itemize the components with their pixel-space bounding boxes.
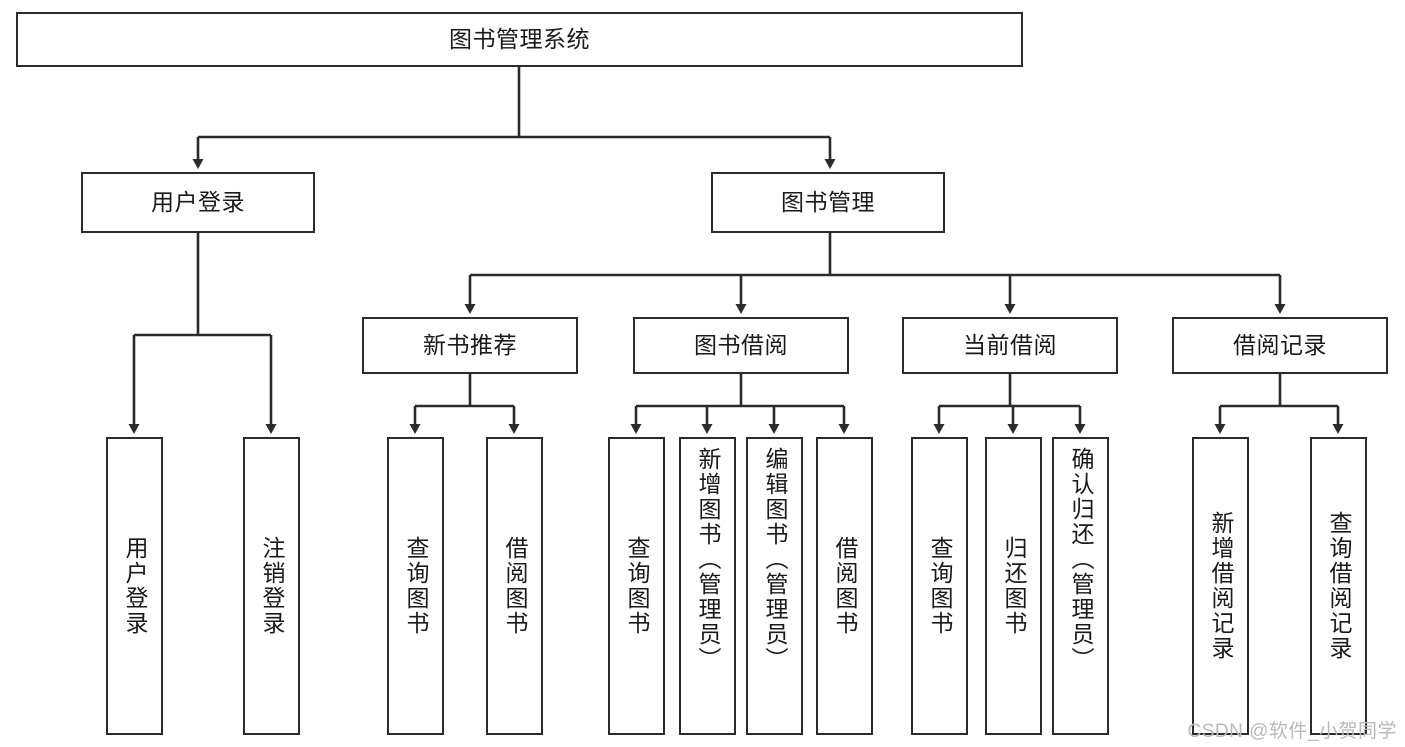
node-new-book-recommend-label: 新书推荐 [423, 331, 517, 358]
node-user-login-label: 用户登录 [151, 188, 245, 215]
leaf-node[interactable]: 查询借阅记录 [1310, 437, 1367, 735]
leaf-node[interactable]: 归还图书 [985, 437, 1042, 735]
leaf-node[interactable]: 编辑图书（管理员） [746, 437, 803, 735]
leaf-node[interactable]: 确认归还（管理员） [1052, 437, 1109, 735]
watermark-text: CSDN @软件_小贺同学 [1187, 721, 1397, 742]
node-book-borrow-label: 图书借阅 [694, 331, 788, 358]
node-book-management[interactable]: 图书管理 [711, 172, 945, 233]
node-book-borrow[interactable]: 图书借阅 [633, 317, 849, 374]
leaf-node-label: 新增图书（管理员） [695, 447, 721, 672]
leaf-node[interactable]: 新增借阅记录 [1192, 437, 1249, 735]
leaf-node[interactable]: 用户登录 [106, 437, 163, 735]
leaf-node-label: 确认归还（管理员） [1068, 447, 1094, 672]
node-current-borrow-label: 当前借阅 [963, 331, 1057, 358]
leaf-node-label: 查询借阅记录 [1326, 511, 1352, 661]
leaf-node-label: 归还图书 [1001, 536, 1027, 636]
leaf-node[interactable]: 查询图书 [608, 437, 665, 735]
leaf-node-label: 新增借阅记录 [1208, 511, 1234, 661]
node-new-book-recommend[interactable]: 新书推荐 [362, 317, 578, 374]
leaf-node-label: 借阅图书 [832, 536, 858, 636]
leaf-node-label: 查询图书 [927, 536, 953, 636]
node-user-login[interactable]: 用户登录 [81, 172, 315, 233]
node-root[interactable]: 图书管理系统 [16, 12, 1023, 67]
leaf-node[interactable]: 查询图书 [387, 437, 444, 735]
leaf-node-label: 查询图书 [624, 536, 650, 636]
node-book-management-label: 图书管理 [781, 188, 875, 215]
leaf-node-label: 注销登录 [259, 536, 285, 636]
leaf-node[interactable]: 查询图书 [911, 437, 968, 735]
leaf-node[interactable]: 注销登录 [243, 437, 300, 735]
node-borrow-record[interactable]: 借阅记录 [1172, 317, 1388, 374]
leaf-node-label: 查询图书 [403, 536, 429, 636]
node-borrow-record-label: 借阅记录 [1233, 331, 1327, 358]
leaf-node-label: 编辑图书（管理员） [762, 447, 788, 672]
leaf-node[interactable]: 借阅图书 [816, 437, 873, 735]
node-root-label: 图书管理系统 [449, 25, 590, 52]
leaf-node-label: 借阅图书 [502, 536, 528, 636]
leaf-node[interactable]: 借阅图书 [486, 437, 543, 735]
node-current-borrow[interactable]: 当前借阅 [902, 317, 1118, 374]
leaf-node[interactable]: 新增图书（管理员） [679, 437, 736, 735]
leaf-node-label: 用户登录 [122, 536, 148, 636]
